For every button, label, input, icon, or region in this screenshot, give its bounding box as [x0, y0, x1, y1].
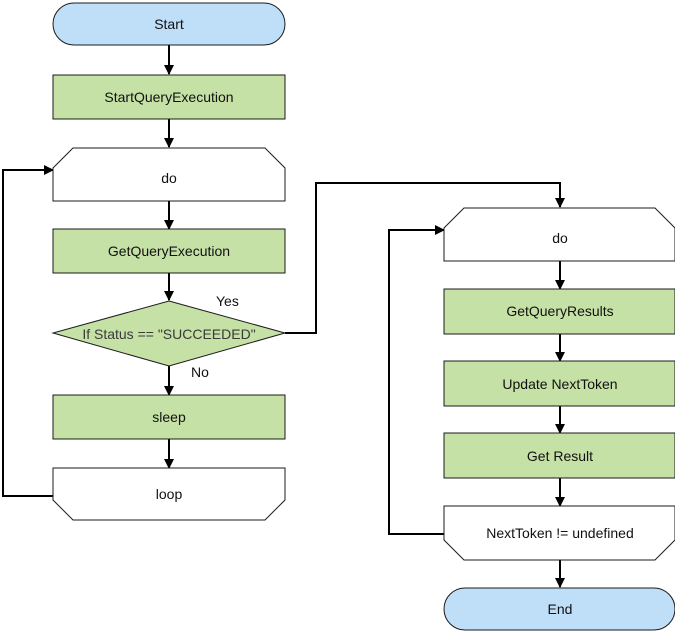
node-decision-label: If Status == "SUCCEEDED"	[82, 326, 255, 342]
node-sleep[interactable]: sleep	[52, 394, 286, 440]
node-get-query-execution[interactable]: GetQueryExecution	[52, 228, 286, 274]
node-loop[interactable]: loop	[52, 467, 286, 521]
process-shape	[443, 360, 675, 407]
edge-label-no: No	[191, 364, 209, 380]
node-start-label: Start	[154, 16, 184, 32]
node-do-outer[interactable]: do	[52, 147, 286, 202]
node-get-query-results-label: GetQueryResults	[506, 303, 613, 319]
decision-shape	[51, 300, 287, 367]
process-shape	[52, 74, 286, 120]
loop-start-shape	[443, 207, 675, 262]
process-shape	[52, 228, 286, 274]
process-shape	[443, 288, 675, 335]
node-next-token-condition-label: NextToken != undefined	[486, 525, 634, 541]
node-update-next-token[interactable]: Update NextToken	[443, 360, 675, 407]
process-shape	[443, 432, 675, 479]
node-sleep-label: sleep	[152, 409, 186, 425]
loop-start-shape	[52, 147, 286, 202]
node-decision[interactable]: If Status == "SUCCEEDED"	[51, 300, 287, 367]
terminal-shape	[443, 587, 675, 631]
node-end-label: End	[548, 601, 573, 617]
terminal-shape	[52, 2, 286, 46]
connectors	[2, 45, 565, 588]
node-next-token-condition[interactable]: NextToken != undefined	[443, 505, 675, 561]
node-do-outer-label: do	[161, 170, 177, 186]
node-loop-label: loop	[156, 486, 183, 502]
loop-end-shape	[443, 505, 675, 561]
edge-label-yes: Yes	[216, 293, 239, 309]
node-get-result-label: Get Result	[527, 448, 593, 464]
node-end[interactable]: End	[443, 587, 675, 631]
node-do-inner-label: do	[552, 230, 568, 246]
arrow-condition-back-to-inner-do	[388, 225, 445, 535]
node-get-query-results[interactable]: GetQueryResults	[443, 288, 675, 335]
loop-end-shape	[52, 467, 286, 521]
node-start-query-execution[interactable]: StartQueryExecution	[52, 74, 286, 120]
node-start[interactable]: Start	[52, 2, 286, 46]
node-do-inner[interactable]: do	[443, 207, 675, 262]
node-get-query-execution-label: GetQueryExecution	[108, 243, 230, 259]
node-get-result[interactable]: Get Result	[443, 432, 675, 479]
process-shape	[52, 394, 286, 440]
node-update-next-token-label: Update NextToken	[502, 376, 617, 392]
arrow-decision-yes-to-inner-do	[285, 182, 565, 334]
arrow-loop-back-to-do	[2, 165, 54, 497]
node-start-query-execution-label: StartQueryExecution	[104, 89, 233, 105]
